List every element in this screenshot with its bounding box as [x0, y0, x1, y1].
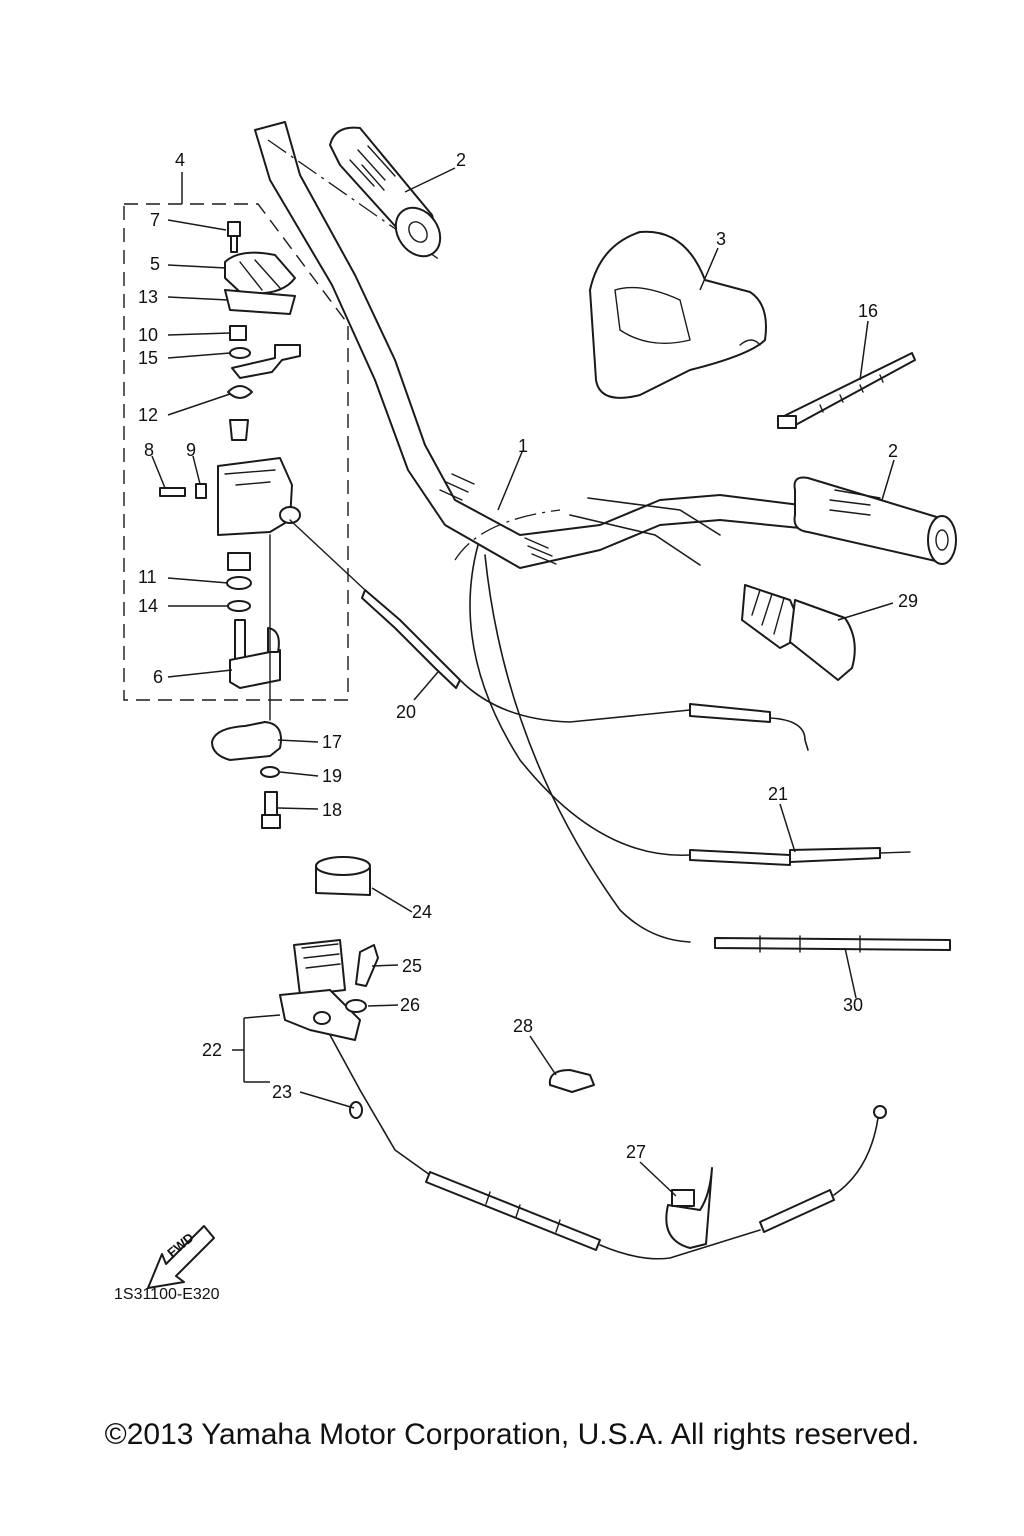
fwd-arrow: FWD — [147, 1225, 215, 1289]
cable-30 — [484, 554, 951, 953]
callout-8: 8 — [144, 440, 154, 460]
callout-17: 17 — [322, 732, 342, 752]
spring-12 — [227, 385, 253, 399]
drawing-code: 1S31100-E320 — [114, 1286, 220, 1303]
clip-28 — [548, 1069, 595, 1093]
callout-21: 21 — [768, 784, 788, 804]
callout-29: 29 — [898, 591, 918, 611]
copyright-notice: ©2013 Yamaha Motor Corporation, U.S.A. A… — [104, 1418, 920, 1451]
nut-10 — [229, 325, 247, 341]
throttle-cable — [289, 519, 809, 751]
gasket-13 — [224, 289, 296, 315]
callout-10: 10 — [138, 325, 158, 345]
callout-14: 14 — [138, 596, 158, 616]
callout-16: 16 — [858, 301, 878, 321]
lever-6 — [229, 619, 281, 689]
cable-tie — [777, 352, 916, 429]
lever-arm — [231, 344, 301, 379]
washer-19 — [260, 766, 280, 778]
callout-20: 20 — [396, 702, 416, 722]
callout-9: 9 — [186, 440, 196, 460]
callout-5: 5 — [150, 254, 160, 274]
callout-27: 27 — [626, 1142, 646, 1162]
callout-2-top: 2 — [456, 150, 466, 170]
grip-right — [793, 476, 957, 565]
screw-25 — [355, 944, 379, 987]
throttle-housing — [217, 457, 301, 536]
callout-7: 7 — [150, 210, 160, 230]
washer-14 — [227, 600, 251, 612]
callout-25: 25 — [402, 956, 422, 976]
callout-18: 18 — [322, 800, 342, 820]
cover — [589, 230, 767, 399]
screw-8 — [159, 487, 186, 497]
collar — [229, 419, 249, 441]
bushing — [227, 552, 251, 571]
callout-11: 11 — [138, 567, 157, 587]
callout-26: 26 — [400, 995, 420, 1015]
cable-21 — [469, 544, 911, 866]
screw-7 — [227, 221, 241, 253]
cable-top-b — [569, 514, 701, 566]
callout-4: 4 — [175, 150, 185, 170]
cable-top-a — [587, 497, 721, 536]
washer-15 — [229, 347, 251, 359]
callout-24: 24 — [412, 902, 432, 922]
boot — [741, 584, 856, 681]
callout-1: 1 — [518, 436, 528, 456]
washer-11 — [226, 576, 252, 590]
callout-3: 3 — [716, 229, 726, 249]
switch-22 — [279, 939, 361, 1041]
callout-30: 30 — [843, 995, 863, 1015]
clip-9 — [195, 483, 207, 499]
callout-19: 19 — [322, 766, 342, 786]
bolt-18 — [264, 791, 278, 816]
callout-13: 13 — [138, 287, 158, 307]
cable-23 — [329, 1034, 887, 1260]
washer-26 — [345, 999, 367, 1013]
callout-15: 15 — [138, 348, 158, 368]
callout-22: 22 — [202, 1040, 222, 1060]
bracket-17 — [211, 721, 282, 761]
callout-28: 28 — [513, 1016, 533, 1036]
callout-2-right: 2 — [888, 441, 898, 461]
callout-12: 12 — [138, 405, 158, 425]
callout-23: 23 — [272, 1082, 292, 1102]
band-27 — [665, 1167, 713, 1249]
assembly-4-boundary — [123, 203, 349, 701]
leader-lines — [151, 167, 895, 1197]
grip-left — [329, 126, 442, 258]
callout-6: 6 — [153, 667, 163, 687]
cap-24 — [315, 856, 371, 896]
